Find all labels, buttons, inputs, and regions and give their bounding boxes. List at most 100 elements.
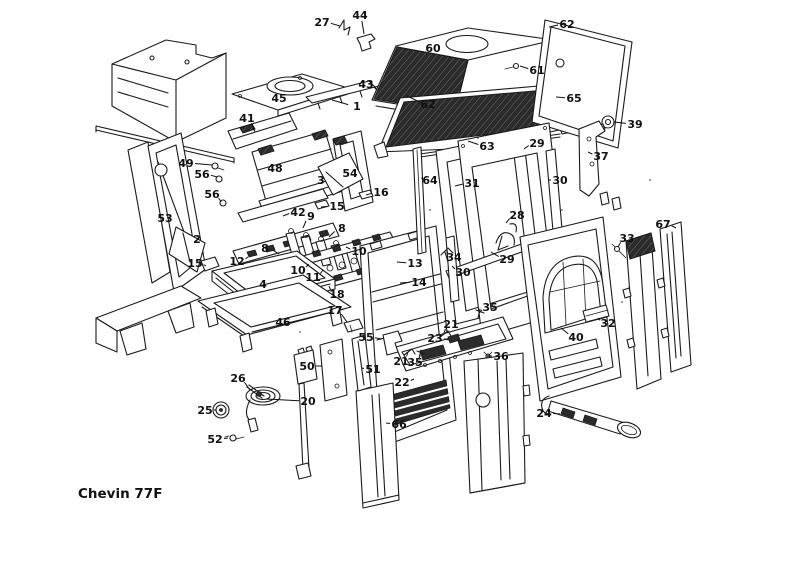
part-label-8: 8	[338, 222, 346, 235]
part-label-39: 39	[627, 118, 642, 131]
part-label-34: 34	[446, 251, 462, 264]
part-label-32: 32	[600, 317, 615, 330]
leader-line-14	[399, 281, 411, 284]
part-label-17: 17	[327, 304, 342, 317]
part-label-67: 67	[655, 218, 670, 231]
leader-line-66	[385, 422, 391, 424]
leader-line-26	[243, 381, 251, 391]
leader-line-44	[361, 20, 365, 35]
part-label-2: 2	[193, 233, 201, 246]
part-label-8: 8	[261, 242, 269, 255]
leader-line-40	[560, 327, 569, 335]
part-label-56: 56	[204, 188, 220, 201]
brick-3	[317, 152, 364, 196]
leader-line-61	[519, 65, 529, 70]
part-label-66: 66	[391, 418, 407, 431]
leader-line-20	[265, 398, 300, 402]
side-trim-67b	[656, 221, 692, 373]
leader-line-8	[328, 231, 335, 238]
diagram-title: Chevin 77F	[78, 486, 162, 502]
leader-line-12	[245, 256, 249, 260]
ash-door-22	[395, 316, 514, 372]
leader-line-63	[467, 140, 479, 145]
part-label-28: 28	[509, 209, 524, 222]
brick-2	[168, 226, 206, 273]
screw-52	[224, 434, 245, 442]
leader-line-62	[406, 95, 420, 103]
part-label-10: 10	[351, 245, 367, 258]
hook-34	[440, 247, 454, 263]
part-label-52: 52	[207, 433, 222, 446]
leader-line-32	[597, 317, 601, 321]
leader-line-22	[410, 378, 415, 381]
leader-line-37	[587, 151, 593, 155]
part-label-21: 21	[443, 318, 458, 331]
part-label-49: 49	[178, 157, 193, 170]
bracket-44	[356, 33, 376, 52]
part-label-43: 43	[358, 78, 373, 91]
part-label-22: 22	[394, 376, 409, 389]
part-label-20: 20	[300, 395, 316, 408]
part-label-56: 56	[194, 168, 210, 181]
part-label-35: 35	[482, 301, 497, 314]
bracket-27	[338, 19, 351, 36]
part-label-26: 26	[230, 372, 246, 385]
part-label-25: 25	[197, 404, 212, 417]
part-label-9: 9	[307, 210, 315, 223]
part-label-13: 13	[407, 257, 422, 270]
leader-line-10	[305, 263, 310, 268]
leader-line-30	[451, 265, 456, 270]
leader-line-11	[319, 269, 324, 274]
part-label-18: 18	[329, 288, 344, 301]
part-label-15: 15	[187, 257, 202, 270]
leader-line-16	[365, 192, 373, 196]
leader-line-8	[273, 249, 280, 255]
rear-casing	[111, 39, 227, 143]
part-label-31: 31	[464, 177, 479, 190]
part-label-10: 10	[290, 264, 306, 277]
strip-30-bottom	[445, 235, 460, 303]
clip-21a	[439, 330, 452, 338]
leader-line-35	[478, 309, 483, 314]
leader-line-31	[454, 183, 464, 187]
part-label-62: 62	[420, 98, 435, 111]
part-label-29: 29	[529, 137, 544, 150]
leader-line-56	[218, 197, 222, 203]
part-label-21: 21	[393, 355, 408, 368]
part-label-23: 23	[427, 332, 442, 345]
door-40	[519, 216, 622, 402]
part-label-54: 54	[342, 167, 358, 180]
part-label-61: 61	[529, 64, 544, 77]
leader-line-27	[330, 22, 341, 27]
part-label-36: 36	[493, 350, 509, 363]
clip-21b	[403, 348, 416, 356]
part-label-53: 53	[157, 212, 172, 225]
part-label-45: 45	[271, 92, 286, 105]
bracket-55	[382, 330, 403, 356]
leader-line-39	[613, 121, 627, 124]
leader-line-43	[373, 86, 378, 91]
bracket-51	[351, 334, 372, 392]
leader-line-15	[203, 264, 207, 267]
part-label-40: 40	[568, 331, 584, 344]
center-pillar	[463, 352, 531, 494]
leader-line-62	[548, 24, 559, 28]
leader-line-10	[345, 246, 351, 250]
bracket-41	[227, 112, 298, 150]
leader-line-21	[406, 351, 409, 357]
leader-line-29	[523, 145, 530, 150]
hearth-stand	[95, 285, 202, 356]
part-label-30: 30	[552, 174, 568, 187]
scan-noise	[171, 119, 651, 333]
leader-line-29	[490, 251, 500, 258]
part-label-41: 41	[239, 112, 254, 125]
part-label-29: 29	[499, 253, 514, 266]
leader-line-49	[194, 163, 213, 166]
part-label-1: 1	[353, 100, 361, 113]
base-46	[197, 274, 352, 353]
part-label-12: 12	[229, 255, 244, 268]
part-label-55: 55	[358, 331, 373, 344]
leader-line-9	[302, 220, 307, 229]
